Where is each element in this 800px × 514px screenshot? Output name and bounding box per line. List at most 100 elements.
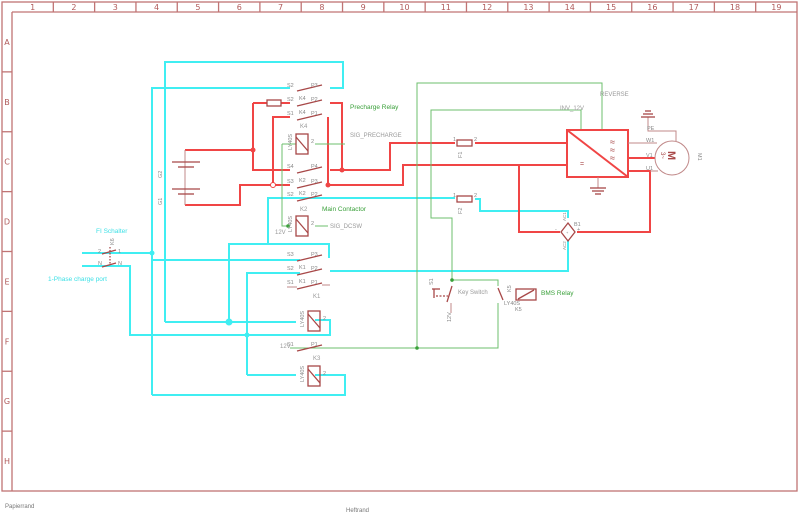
pin-label: K2: [299, 178, 306, 184]
column-label: 9: [361, 3, 366, 12]
pin-label: M: [665, 151, 677, 160]
schematic-line: [450, 278, 454, 282]
pin-label: 2: [323, 371, 326, 377]
schematic-line: [296, 194, 323, 202]
relay-coil-k4: K4 LY40S 2: [288, 124, 314, 155]
schematic-line: [267, 197, 455, 244]
inv-12v-label: INV_12V: [560, 106, 584, 112]
column-label: 1: [30, 3, 35, 12]
schematic-line: [296, 344, 323, 352]
schematic-line: [415, 346, 419, 350]
motor-m1: W1 V1 U1 M 3~ M1 PE: [628, 110, 702, 176]
schematic-line: [456, 195, 473, 203]
pin-label: F1: [458, 152, 464, 158]
pin-label: K4: [300, 124, 308, 130]
ac-wiring: [82, 61, 569, 396]
schematic-line: [152, 374, 346, 396]
column-label: 5: [195, 3, 200, 12]
dc-wiring: [185, 102, 655, 233]
pin-label: K5: [515, 307, 522, 313]
pin-label: =: [580, 161, 584, 168]
schematic-line: [517, 289, 535, 300]
pin-label: P3: [311, 179, 318, 185]
pin-label: ≈: [610, 153, 615, 163]
pin-label: P1: [311, 111, 318, 117]
schematic-line: [295, 215, 309, 237]
schematic-line: [296, 254, 323, 262]
schematic-line: [250, 147, 256, 153]
pin-label: P2: [311, 192, 318, 198]
schematic-line: [339, 167, 345, 173]
column-label: 2: [71, 3, 76, 12]
pin-label: S2: [287, 83, 294, 89]
schematic-line: [416, 82, 603, 348]
row-label: D: [4, 218, 10, 227]
row-label: G: [4, 397, 10, 406]
schematic-line: [330, 142, 455, 171]
pin-label: P3: [311, 252, 318, 258]
schematic-line: [149, 250, 155, 256]
schematic-line: [228, 243, 330, 322]
row-label: E: [4, 277, 9, 286]
pin-label: 1: [453, 137, 456, 143]
schematic-line: [296, 282, 323, 290]
sig-dcsw-label: SIG_DCSW: [330, 224, 362, 230]
pin-label: BMS Relay: [541, 290, 574, 297]
pin-label: F2: [458, 208, 464, 214]
pin-label: V1: [646, 153, 653, 159]
schematic-line: [456, 139, 473, 147]
pin-label: P2: [311, 97, 318, 103]
schematic-line: [307, 365, 321, 387]
pin-label: M1: [696, 153, 702, 161]
column-label: 14: [565, 3, 575, 12]
schematic-line: [270, 182, 276, 188]
pin-label: N: [118, 261, 122, 267]
pin-label: LY40S: [300, 311, 306, 327]
schematic-line: [244, 332, 250, 338]
column-label: 3: [113, 3, 118, 12]
pin-label: 1: [118, 249, 121, 255]
pin-label: K4: [299, 110, 306, 116]
relay-coil-k2: K2 LY40S 2: [288, 207, 314, 237]
pin-label: AC2: [562, 241, 567, 250]
pin-label: P2: [311, 266, 318, 272]
column-label: 12: [482, 3, 492, 12]
pin-label: P1: [311, 342, 318, 348]
schematic-line: [566, 129, 629, 178]
pin-label: S3: [287, 179, 294, 185]
sig-precharge-label: SIG_PRECHARGE: [350, 133, 402, 139]
pin-label: S2: [287, 266, 294, 272]
pin-label: G1: [158, 198, 164, 205]
schematic-line: [185, 184, 290, 206]
schematic-line: [330, 164, 567, 186]
pin-label: K6: [110, 238, 116, 245]
column-label: 18: [730, 3, 740, 12]
charge-port-label: 1-Phase charge port: [48, 276, 107, 283]
pin-label: K3: [313, 356, 321, 362]
row-label: H: [4, 457, 10, 466]
schematic-line: [101, 262, 117, 268]
pin-label: 2: [474, 193, 477, 199]
pin-label: 3~: [659, 152, 665, 159]
pin-label: +: [566, 230, 569, 235]
column-label: 8: [319, 3, 324, 12]
pin-label: S2: [287, 192, 294, 198]
pin-label: 1: [453, 193, 456, 199]
pin-label: LY40S: [288, 216, 294, 232]
key-switch-s1[interactable]: S1 12V Key Switch: [429, 278, 488, 322]
column-label: 15: [606, 3, 616, 12]
schematic-line: [577, 170, 651, 233]
schematic-line: [417, 303, 499, 349]
pin-label: 2: [311, 139, 314, 145]
main-contactor-label: Main Contactor: [322, 206, 367, 213]
